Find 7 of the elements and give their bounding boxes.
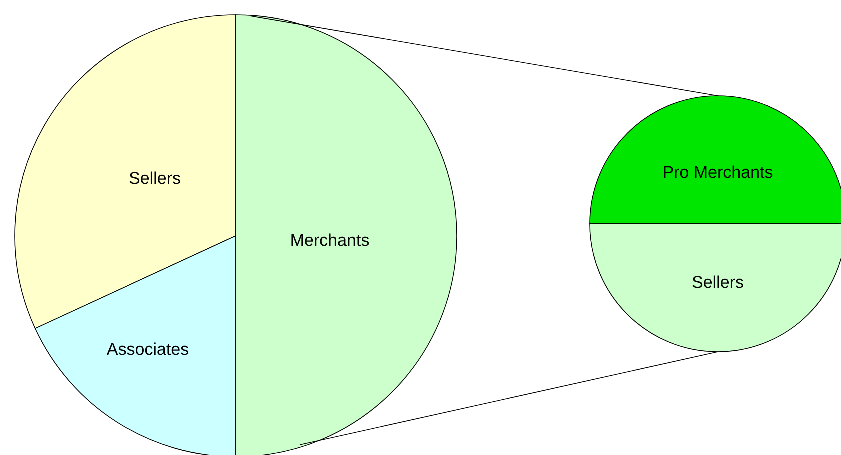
pie-slice: Sellers	[590, 224, 841, 352]
pie-slice: Associates	[35, 236, 236, 455]
connector-line	[250, 16, 718, 96]
pie-slice: Pro Merchants	[590, 96, 841, 224]
pie-slice: Sellers	[14, 14, 236, 330]
pie-slice: Merchants	[236, 14, 458, 455]
connector-line	[300, 352, 718, 446]
